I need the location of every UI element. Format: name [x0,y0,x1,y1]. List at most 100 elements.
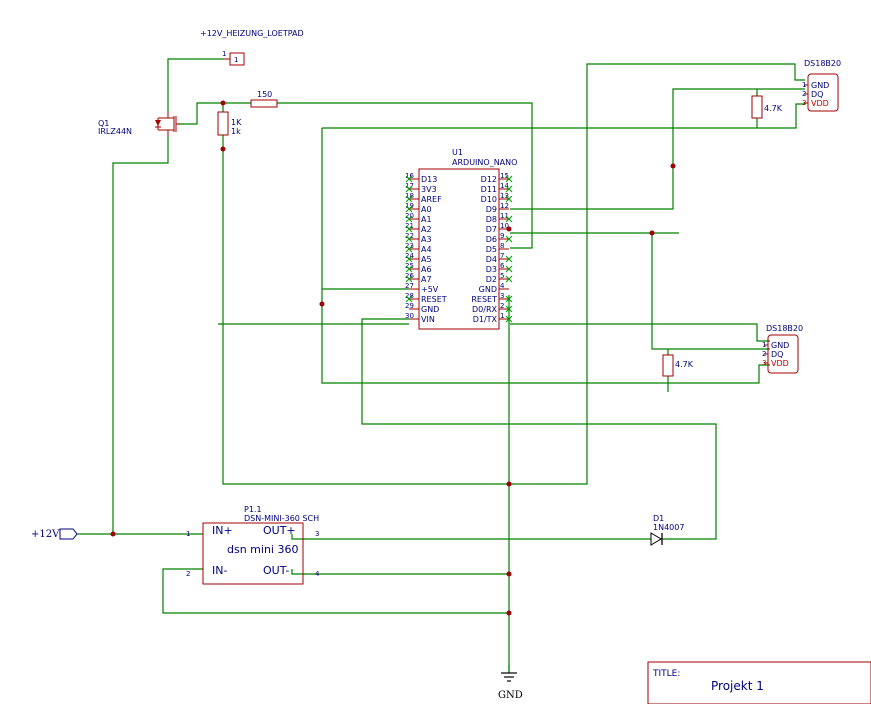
no-connect-mark [405,245,413,253]
ds1-body [807,73,839,112]
junction-dot [110,531,116,537]
ds-pin-number: 1 [802,81,806,89]
nano-pin-name: D7 [486,225,497,234]
wire-out-plus [291,534,651,540]
nano-pin-number: 25 [405,262,414,270]
ds1-name: DS18B20 [804,59,841,68]
r1k-value-a: 1K [231,118,242,127]
nano-pin-number: 1 [500,312,504,320]
u1-value: ARDUINO_NANO [452,158,517,167]
q1-mosfet[interactable]: Q1 IRLZ44N [98,112,180,136]
gnd-symbol[interactable]: GND [498,672,523,701]
no-connect-mark [405,275,413,283]
no-connect-mark [505,275,513,283]
r4k7a-value: 4.7K [764,104,783,113]
p1-ref: P1.1 [244,505,262,514]
r150-value: 150 [257,90,272,99]
no-connect-mark [405,265,413,273]
nano-pin-number: 19 [405,202,414,210]
dsn-mini-360[interactable]: P1.1 DSN-MINI-360 SCH dsn mini 360 IN+ I… [186,505,320,585]
ds-pin-number: 3 [802,99,806,107]
nano-pin-number: 18 [405,192,414,200]
heater-pad-label: +12V_HEIZUNG_LOETPAD [200,29,304,38]
r-4k7-top[interactable]: 4.7K [751,95,783,119]
r4k7a-body [751,95,763,119]
nano-pin-name: A7 [421,275,432,284]
nano-pin-number: 7 [500,252,504,260]
wire-d7-dq2 [651,233,770,350]
no-connect-mark [405,235,413,243]
junction-dot [649,230,655,236]
junction-dot [506,481,512,487]
nano-pin-name: RESET [471,295,497,304]
junction-dot [506,571,512,577]
heater-connector[interactable]: +12V_HEIZUNG_LOETPAD 1 1 [200,29,304,66]
no-connect-mark [505,255,513,263]
power-port-12v[interactable]: +12V [31,528,78,540]
p1-body [202,522,304,585]
nano-pin-name: A3 [421,235,432,244]
nano-pin-name: D1/TX [473,315,498,324]
nano-pin-name: A6 [421,265,432,274]
nano-pin-number: 10 [500,222,509,230]
r-4k7-bottom[interactable]: 4.7K [662,354,694,377]
nano-pin-number: 27 [405,282,414,290]
nano-pin-number: 16 [405,172,414,180]
d1-diode[interactable]: D1 1N4007 [650,514,684,546]
no-connect-mark [505,235,513,243]
wires [77,58,805,673]
ds-pin-name: DQ [771,350,783,359]
nano-pin-name: D11 [481,185,497,194]
no-connect-mark [405,195,413,203]
power-12v-label: +12V [31,529,60,540]
r-150[interactable]: 150 [250,90,278,108]
title-block: TITLE: Projekt 1 [647,661,871,704]
nano-pin-name: D5 [486,245,497,254]
power-port-flag [59,528,78,540]
p1-pin3: 3 [315,530,319,538]
nano-pin-name: D10 [481,195,497,204]
no-connect-mark [505,185,513,193]
nano-pin-name: 3V3 [421,185,437,194]
nano-pin-number: 30 [405,312,414,320]
nano-pin-number: 28 [405,292,414,300]
nano-pin-number: 17 [405,182,414,190]
wire-in-minus [162,568,509,614]
connector-pin-num: 1 [222,50,226,58]
title-label: TITLE: [652,669,680,679]
wire-1k-gnd [222,135,509,485]
nano-pin-name: D3 [486,265,497,274]
wire-5v-ds1 [322,103,805,129]
nano-pin-number: 15 [500,172,509,180]
nano-pin-number: 3 [500,292,504,300]
nano-pin-name: D13 [421,175,437,184]
nano-pin-name: RESET [421,295,447,304]
ds-pin-name: GND [771,341,789,350]
nano-pin-name: GND [421,305,439,314]
no-connect-mark [505,195,513,203]
nano-pin-name: A5 [421,255,432,264]
r-1k[interactable]: 1K 1k [217,111,242,136]
ds2-name: DS18B20 [766,324,803,333]
nano-pin-number: 14 [500,182,509,190]
no-connect-mark [405,215,413,223]
wire-vin [361,318,717,540]
ds-pin-name: VDD [771,359,789,368]
nano-pin-name: D0/RX [472,305,498,314]
no-connect-mark [405,185,413,193]
nano-pin-number: 6 [500,262,505,270]
no-connect-mark [405,225,413,233]
p1-pin2: 2 [186,570,190,578]
ds-pin-number: 3 [762,359,766,367]
nano-pin-name: GND [479,285,497,294]
p1-value: DSN-MINI-360 SCH [244,514,319,523]
r1k-value-b: 1k [231,127,241,136]
nano-pin-number: 26 [405,272,414,280]
p1-in-minus: IN- [212,564,227,577]
junctions [110,100,676,616]
ds-pin-name: VDD [811,99,829,108]
arduino-nano[interactable]: U1 ARDUINO_NANO D13163V317AREF18A019A120… [405,148,517,330]
